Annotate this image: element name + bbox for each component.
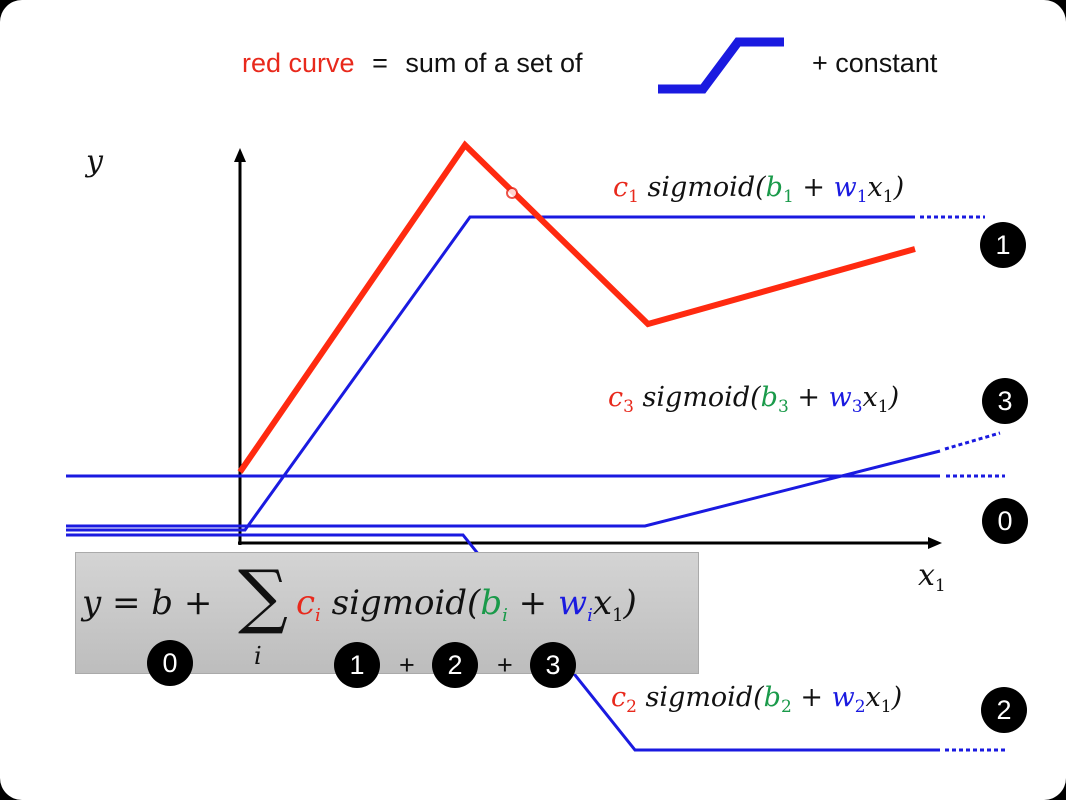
xsub: 1 [880, 697, 892, 717]
func: sigmoid( [331, 583, 481, 623]
close: ) [891, 682, 903, 713]
coef: c [613, 172, 629, 203]
red-curve-label: red curve [242, 48, 355, 78]
formula-badge-3: 3 [530, 642, 576, 688]
coef: c [296, 583, 316, 623]
xsub: 1 [612, 605, 624, 626]
idx: 2 [780, 697, 792, 717]
func: sigmoid( [642, 382, 761, 413]
plus-sign: + [497, 650, 513, 680]
x-var: x [918, 558, 935, 593]
idx: 2 [626, 697, 637, 717]
cursor-dot [506, 187, 518, 199]
idx: 3 [851, 397, 863, 417]
idx: i [315, 605, 321, 626]
func: sigmoid( [647, 172, 766, 203]
sum-index: i [254, 642, 262, 670]
close: ) [623, 583, 637, 623]
idx: 1 [856, 187, 868, 207]
formula-badge-1: 1 [334, 642, 380, 688]
func: sigmoid( [645, 682, 764, 713]
formula-lhs: y = b + [82, 583, 213, 623]
curve-label-2: c2 sigmoid(b2 + w2x1) [611, 682, 902, 717]
idx: 2 [854, 697, 866, 717]
badge-0: 0 [982, 498, 1028, 544]
idx: 1 [628, 187, 639, 207]
y-axis-arrow [234, 148, 246, 162]
bias: b [480, 583, 503, 623]
idx: i [587, 605, 593, 626]
bias: b [765, 172, 783, 203]
xsub: 1 [882, 187, 894, 207]
curve-label-3: c3 sigmoid(b3 + w3x1) [608, 382, 899, 417]
weight: w [828, 382, 852, 413]
plus: + [802, 172, 825, 203]
sigmoid-curve-3-dots [944, 431, 1001, 451]
weight: w [557, 583, 588, 623]
bias: b [763, 682, 781, 713]
equals-sign: = [372, 48, 388, 78]
badge-2: 2 [981, 687, 1027, 733]
xsub: 1 [877, 397, 889, 417]
formula-badge-0: 0 [147, 640, 193, 686]
sigmoid-curve-3 [66, 449, 941, 528]
coef: c [608, 382, 624, 413]
bias: b [760, 382, 778, 413]
plus: + [797, 382, 820, 413]
curve-label-1: c1 sigmoid(b1 + w1x1) [613, 172, 904, 207]
idx: 1 [782, 187, 794, 207]
x-axis-label: x1 [918, 558, 946, 596]
idx: i [502, 605, 508, 626]
red-curve [237, 140, 916, 474]
weight: w [831, 682, 855, 713]
formula: y = b + [82, 583, 212, 623]
x-axis-arrow [928, 537, 942, 549]
x: x [592, 583, 613, 623]
weight: w [833, 172, 857, 203]
x-sub: 1 [934, 576, 946, 596]
x: x [867, 172, 883, 203]
formula-badge-2: 2 [432, 642, 478, 688]
idx: 3 [623, 397, 634, 417]
sigmoid-curve-1 [66, 215, 915, 532]
sum-symbol: ∑ [238, 555, 288, 637]
y-axis-label: y [86, 144, 103, 179]
hard-sigmoid-icon [658, 37, 784, 94]
plus: + [800, 682, 823, 713]
header-suffix: + constant [812, 48, 938, 78]
badge-1: 1 [980, 222, 1026, 268]
coef: c [611, 682, 627, 713]
close: ) [893, 172, 905, 203]
header: red curve = sum of a set of [242, 48, 582, 79]
header-text: sum of a set of [405, 48, 583, 78]
close: ) [888, 382, 900, 413]
x: x [865, 682, 881, 713]
plus-sign: + [399, 650, 415, 680]
x: x [862, 382, 878, 413]
plus: + [518, 583, 548, 623]
formula-term: ci sigmoid(bi + wix1) [296, 583, 637, 626]
idx: 3 [777, 397, 789, 417]
badge-3: 3 [982, 378, 1028, 424]
